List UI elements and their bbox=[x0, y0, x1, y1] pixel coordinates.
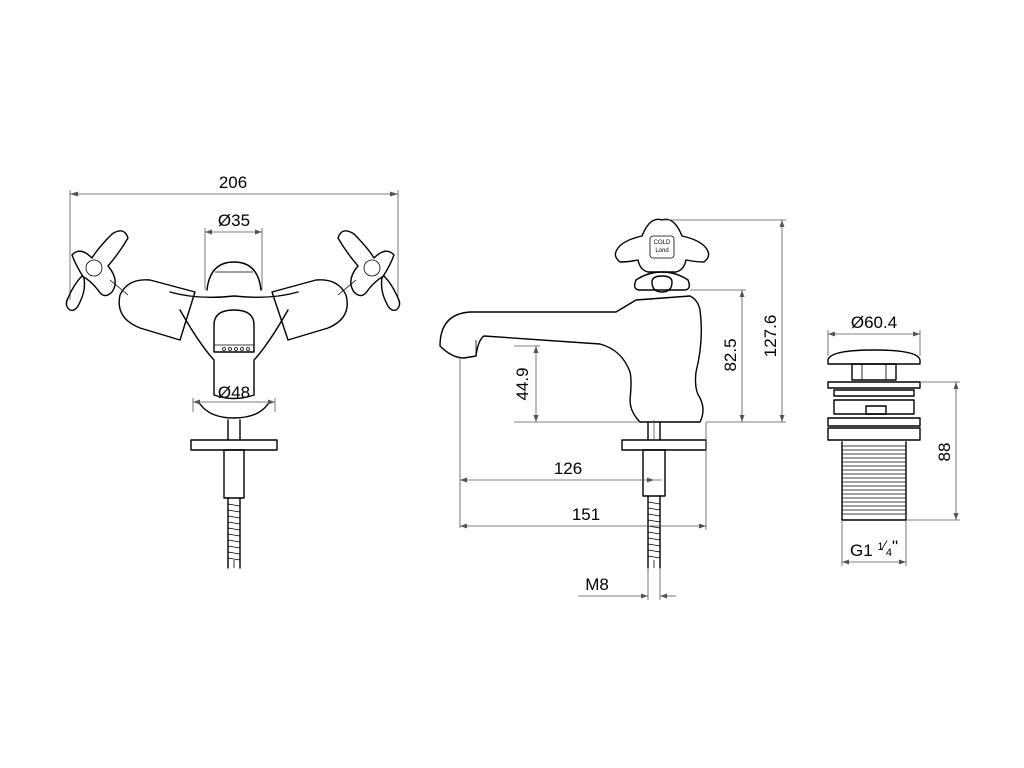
handle-maker-label: Lond bbox=[655, 248, 668, 254]
label-spout-reach: 126 bbox=[554, 459, 582, 478]
front-body bbox=[169, 261, 299, 400]
label-overall-width: 206 bbox=[219, 173, 247, 192]
label-handle-height: 82.5 bbox=[721, 338, 740, 371]
side-handle: COLD Lond bbox=[614, 218, 710, 293]
side-spout bbox=[439, 295, 704, 423]
label-total-height: 127.6 bbox=[761, 315, 780, 358]
front-stem bbox=[190, 419, 278, 569]
label-waste-height: 88 bbox=[935, 443, 954, 462]
side-view: COLD Lond 44.9 bbox=[439, 218, 786, 600]
handle-cap-label: COLD bbox=[654, 240, 671, 246]
dim-waste-diameter: Ø60.4 bbox=[827, 313, 921, 356]
label-waste-thread: G1 1⁄4" bbox=[850, 537, 898, 560]
dim-thread: M8 bbox=[578, 568, 676, 600]
dim-overall-width: 206 bbox=[69, 173, 399, 300]
waste-view: Ø60.4 88 G1 1⁄4" bbox=[827, 313, 960, 566]
label-thread: M8 bbox=[585, 575, 609, 594]
dim-spout-height: 44.9 bbox=[513, 345, 640, 423]
side-base bbox=[621, 420, 707, 569]
dim-waste-thread: G1 1⁄4" bbox=[841, 520, 907, 566]
label-spout-height: 44.9 bbox=[513, 367, 532, 400]
label-total-depth: 151 bbox=[572, 505, 600, 524]
label-base-diameter: Ø48 bbox=[218, 383, 250, 402]
dim-handle-height: 82.5 bbox=[690, 289, 746, 423]
label-spout-diameter: Ø35 bbox=[218, 211, 250, 230]
dim-spout-diameter: Ø35 bbox=[204, 211, 263, 290]
front-right-handle bbox=[271, 230, 401, 341]
label-waste-diameter: Ø60.4 bbox=[851, 313, 897, 332]
dim-base-diameter: Ø48 bbox=[192, 383, 276, 419]
dim-spout-reach: 126 bbox=[459, 358, 662, 528]
dim-waste-height: 88 bbox=[906, 381, 960, 521]
dim-total-height: 127.6 bbox=[664, 219, 786, 423]
front-left-handle bbox=[65, 230, 196, 341]
front-view: 206 Ø35 bbox=[65, 173, 401, 569]
dim-total-depth: 151 bbox=[460, 422, 707, 530]
